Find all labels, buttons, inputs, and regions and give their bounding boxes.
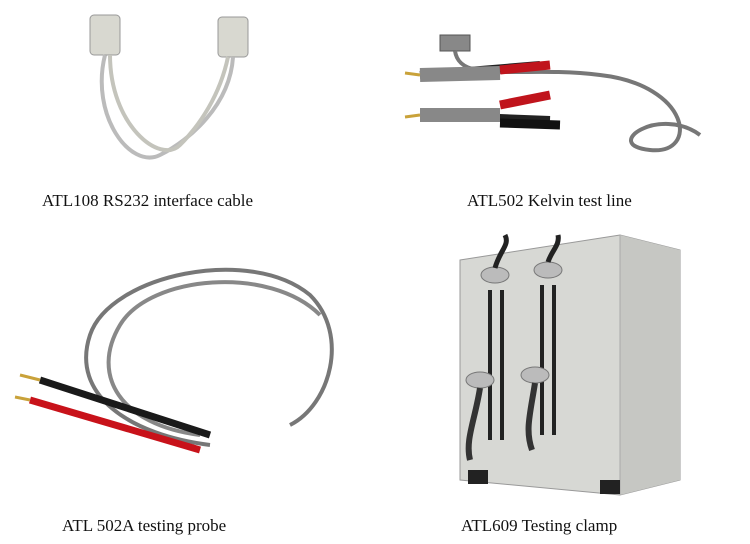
caption-kelvin-test-line: ATL502 Kelvin test line bbox=[467, 191, 632, 210]
caption-testing-clamp: ATL609 Testing clamp bbox=[461, 516, 618, 535]
testing-clamp-image bbox=[459, 233, 681, 496]
caption-testing-probe: ATL 502A testing probe bbox=[62, 516, 227, 535]
testing-probe-image bbox=[14, 267, 334, 454]
caption-rs232-cable: ATL108 RS232 interface cable bbox=[42, 191, 254, 210]
rs232-cable-image bbox=[89, 14, 249, 160]
kelvin-test-line-image bbox=[404, 34, 702, 153]
